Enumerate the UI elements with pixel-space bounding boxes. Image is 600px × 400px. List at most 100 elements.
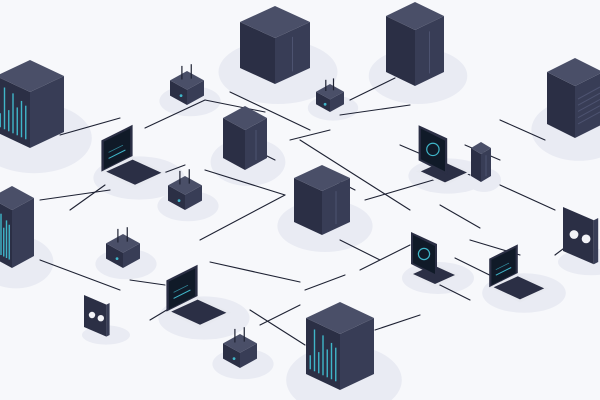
- device-right-face: [187, 80, 204, 105]
- server-rack-icon: [0, 186, 34, 268]
- status-led: [323, 102, 327, 106]
- panel-dot: [581, 234, 591, 244]
- laptop-keyboard: [171, 299, 227, 325]
- device-right-face: [340, 318, 374, 390]
- vent-stripe: [577, 99, 600, 112]
- network-cable: [289, 129, 331, 141]
- device-top-face: [168, 176, 202, 195]
- monitor-screen: [413, 235, 435, 274]
- vent-stripe: [577, 92, 600, 106]
- status-led: [179, 94, 183, 98]
- laptop-keyboard: [493, 276, 545, 300]
- device-left-face: [223, 118, 245, 170]
- screen-line: [495, 267, 512, 276]
- device-right-face: [12, 198, 34, 268]
- device-right-face: [30, 76, 64, 148]
- network-cable: [39, 189, 111, 201]
- laptop-screen: [491, 247, 516, 286]
- storage-tower-icon: [223, 106, 267, 170]
- laptop-screen: [103, 128, 131, 170]
- router-icon: [316, 78, 344, 112]
- device-left-face: [471, 148, 481, 182]
- wall-panel-icon: [84, 295, 110, 337]
- screen-line: [173, 284, 189, 293]
- fingerprint-icon: [417, 247, 431, 261]
- device-right-face: [185, 185, 202, 210]
- laptop-icon: [166, 264, 232, 329]
- network-cable: [299, 139, 411, 211]
- network-cable: [199, 194, 286, 241]
- network-cable: [439, 204, 481, 229]
- device-left-face: [170, 80, 187, 105]
- vent-stripe: [577, 111, 600, 125]
- device-left-face: [240, 22, 275, 84]
- device-top-face: [0, 186, 34, 210]
- network-cable: [204, 99, 266, 113]
- device-top-face: [547, 58, 600, 86]
- storage-tower-icon: [471, 142, 491, 182]
- vent-stripe: [577, 105, 600, 119]
- vent-stripe: [577, 86, 600, 100]
- device-top-face: [386, 2, 444, 30]
- status-led: [232, 357, 236, 361]
- device-top-face: [223, 106, 267, 130]
- wall-panel-icon: [563, 207, 599, 265]
- network-cable: [249, 309, 306, 346]
- network-devices: [0, 2, 600, 390]
- panel-dot: [569, 230, 579, 239]
- network-cable: [129, 279, 166, 286]
- network-cable: [69, 184, 106, 211]
- fingerprint-icon: [426, 142, 440, 157]
- monitor-icon: [409, 232, 459, 287]
- device-top-face: [471, 142, 491, 154]
- device-top-face: [0, 60, 64, 92]
- network-cable: [339, 104, 411, 116]
- device-left-face: [168, 185, 185, 210]
- network-cable: [209, 261, 301, 283]
- network-cable: [349, 77, 396, 101]
- network-cable: [364, 177, 441, 201]
- laptop-screen: [168, 268, 196, 310]
- network-cable: [39, 259, 121, 291]
- panel-side: [106, 303, 110, 337]
- network-cable: [59, 117, 121, 136]
- network-cable: [144, 99, 206, 129]
- laptop-keyboard: [106, 159, 162, 185]
- screen-line: [173, 289, 191, 299]
- device-left-face: [547, 72, 575, 138]
- laptop-icon: [489, 244, 549, 303]
- device-right-face: [330, 91, 344, 112]
- storage-tower-icon: [294, 165, 350, 235]
- router-icon: [170, 64, 204, 105]
- device-top-face: [223, 334, 257, 353]
- server-rack-icon: [306, 302, 374, 390]
- network-cable: [359, 244, 411, 271]
- network-cable: [499, 119, 546, 141]
- server-rack-icon: [0, 60, 64, 148]
- device-left-face: [294, 178, 322, 235]
- network-cable: [229, 91, 311, 131]
- panel-dot: [97, 315, 105, 322]
- device-left-face: [386, 16, 415, 86]
- status-led: [177, 199, 181, 203]
- device-top-face: [306, 302, 374, 334]
- device-right-face: [123, 243, 140, 268]
- device-left-face: [106, 243, 123, 268]
- device-top-face: [106, 234, 140, 253]
- laptop-icon: [101, 124, 167, 189]
- device-top-face: [240, 6, 310, 38]
- network-cable: [499, 184, 556, 211]
- device-top-face: [294, 165, 350, 191]
- device-top-face: [170, 71, 204, 90]
- storage-tower-icon: [386, 2, 444, 86]
- device-right-face: [240, 343, 257, 368]
- router-icon: [223, 327, 257, 368]
- storage-tower-icon: [240, 6, 310, 84]
- server-rack-icon: [547, 58, 600, 138]
- network-cable: [339, 239, 381, 261]
- monitor-icon: [416, 125, 472, 186]
- device-left-face: [316, 91, 330, 112]
- panel-dot: [88, 311, 96, 319]
- router-icon: [106, 227, 140, 268]
